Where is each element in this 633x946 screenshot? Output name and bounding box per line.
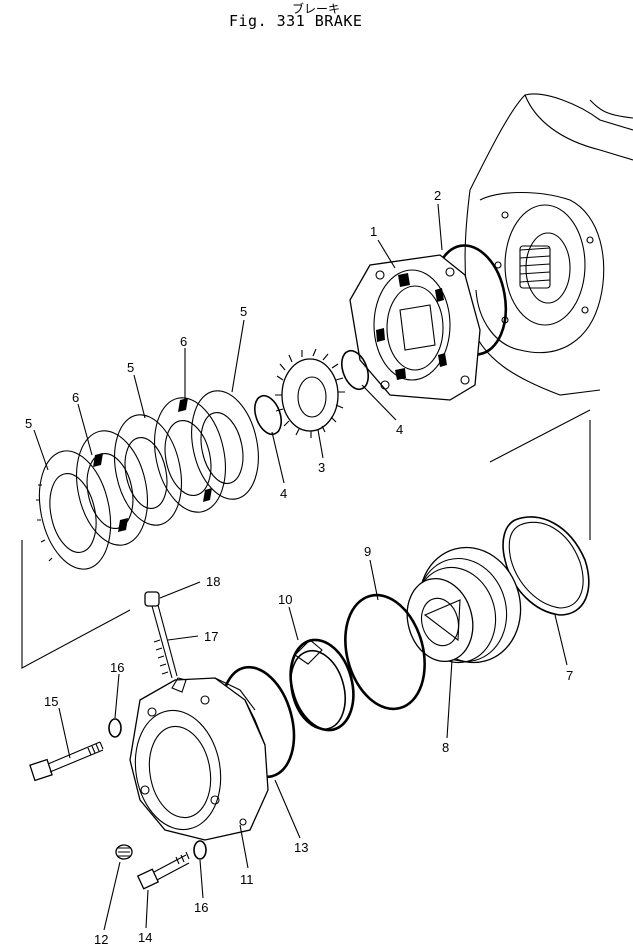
label-13: 13 [294, 840, 308, 855]
label-5-bottom: 5 [25, 416, 32, 431]
figure-title-japanese: ブレーキ [292, 2, 341, 16]
part-4-snap-ring-right [341, 349, 369, 391]
part-8-piston [406, 546, 522, 664]
figure-title: Fig. 331 BRAKE [229, 12, 363, 30]
label-5-middle: 5 [127, 360, 134, 375]
label-5-top: 5 [240, 304, 247, 319]
part-3-hub-gear [275, 348, 345, 438]
label-3: 3 [318, 460, 325, 475]
part-18-cap [144, 591, 160, 607]
label-15: 15 [44, 694, 58, 709]
plate-5-bottom [36, 450, 112, 570]
part-15-bolt [29, 741, 104, 782]
label-9: 9 [364, 544, 371, 559]
label-11: 11 [240, 872, 254, 887]
transmission-housing [464, 93, 633, 396]
plate-5-middle [114, 414, 182, 526]
part-4-snap-ring-left [254, 394, 282, 436]
label-4-right: 4 [396, 422, 403, 437]
label-16-lower: 16 [194, 900, 208, 915]
label-1: 1 [370, 224, 377, 239]
assembly-bracket-lines [21, 409, 591, 669]
part-7-gasket [502, 516, 590, 616]
label-18: 18 [206, 574, 220, 589]
part-9-o-ring [344, 593, 426, 711]
part-16-washer-lower [193, 840, 207, 860]
plate-5-top [191, 390, 259, 500]
label-4-left: 4 [280, 486, 287, 501]
callout-labels: 1 2 3 4 4 5 5 5 6 6 7 8 9 10 11 12 13 14… [25, 188, 573, 946]
part-11-brake-housing [129, 677, 269, 841]
label-7: 7 [566, 668, 573, 683]
label-16-upper: 16 [110, 660, 124, 675]
leader-lines [33, 203, 568, 931]
label-8: 8 [442, 740, 449, 755]
part-10-seal-ring [289, 638, 355, 732]
label-6-bottom: 6 [72, 390, 79, 405]
part-16-washer-upper [108, 718, 122, 738]
label-14: 14 [138, 930, 152, 945]
label-6-top: 6 [180, 334, 187, 349]
plate-6-top [154, 397, 226, 513]
part-12-plug [115, 844, 133, 860]
plate-6-bottom [76, 430, 148, 546]
label-2: 2 [434, 188, 441, 203]
label-10: 10 [278, 592, 292, 607]
label-17: 17 [204, 629, 218, 644]
part-1-brake-cage [349, 254, 481, 401]
part-17-stud [151, 604, 178, 679]
label-12: 12 [94, 932, 108, 946]
part-14-bolt [136, 851, 190, 890]
